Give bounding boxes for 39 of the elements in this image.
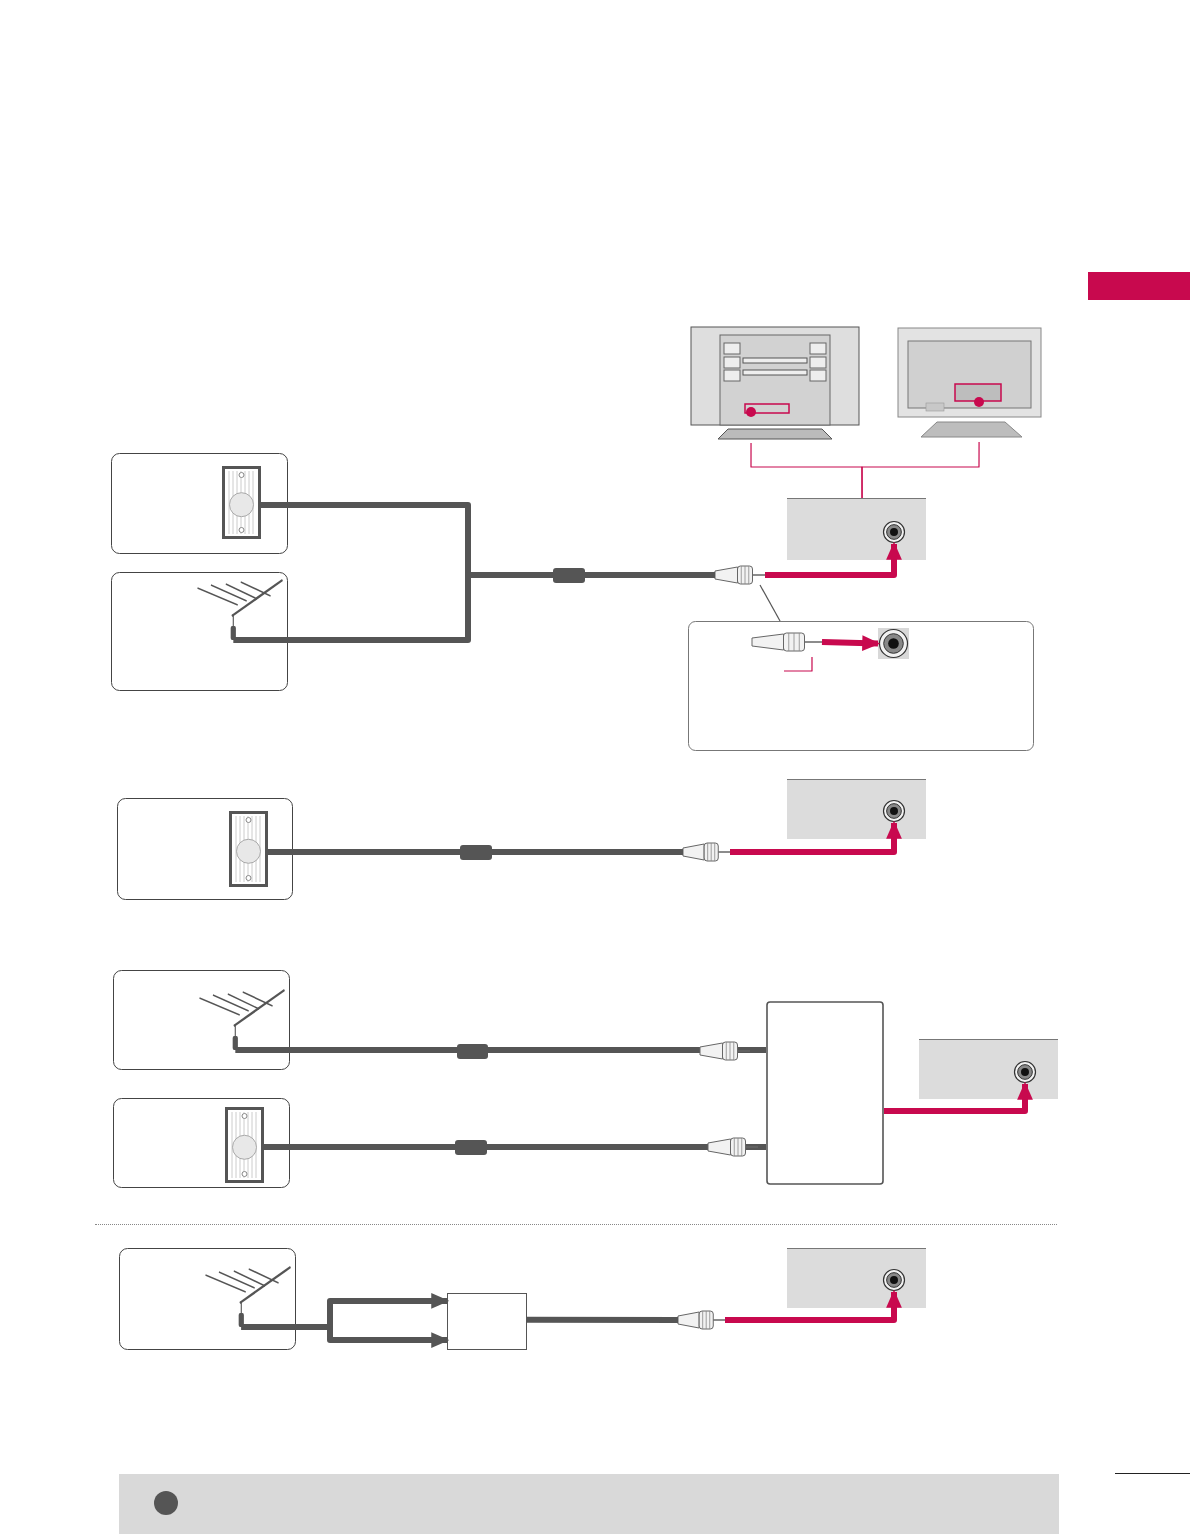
connection-arrow [725,1289,902,1323]
source-box [111,453,288,554]
connection-arrow [821,635,881,651]
coaxial-cable [235,1046,766,1053]
antenna-jack-drawing [1013,1060,1037,1084]
jack-panel [919,1039,1058,1099]
coax-plug-drawing [683,842,730,862]
connection-arrow [884,1081,1033,1115]
connection-arrow [765,541,902,578]
antenna-jack-drawing [882,1268,906,1292]
source-box [111,572,288,691]
coax-plug-drawing [715,565,765,585]
jack-panel [787,498,926,560]
source-box [113,1098,290,1188]
leader-line [861,441,980,499]
coaxial-cable [527,1316,678,1323]
jack-panel [787,1248,926,1308]
source-box [113,970,290,1070]
coaxial-cable [268,849,683,856]
jack-panel [787,779,926,839]
tv-rear-drawing [690,325,860,443]
leader-line [783,656,813,672]
source-box [119,1248,296,1350]
antenna-jack-drawing [882,799,906,823]
wall-outlet-drawing [229,811,268,887]
wall-outlet-drawing [222,466,261,539]
detail-callout-box [688,621,1034,751]
wall-outlet-drawing [225,1107,264,1183]
section-tab [1088,272,1190,300]
source-box [117,798,293,900]
splitter-box [447,1293,527,1350]
antenna-jack-drawing [882,520,906,544]
leader-line [759,584,781,622]
coaxial-cable [241,1324,450,1348]
connection-arrow [730,820,902,855]
coax-plug-drawing [678,1310,725,1330]
antenna-jack-drawing [878,628,909,659]
receiver-box [766,1001,884,1185]
coaxial-cable [264,1143,766,1150]
